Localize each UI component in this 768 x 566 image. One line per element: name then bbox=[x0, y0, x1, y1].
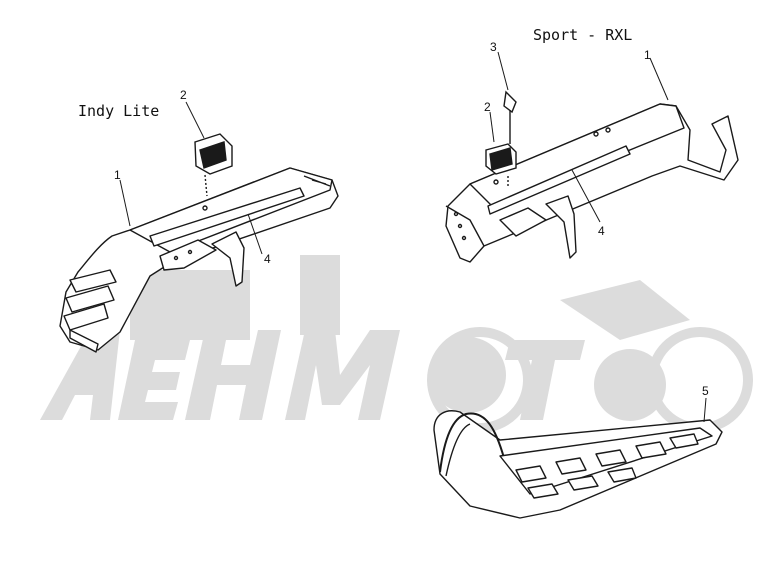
callout-sport-rxl-2: 2 bbox=[484, 100, 491, 114]
callout-sport-rxl-1: 1 bbox=[644, 48, 651, 62]
sport-rxl-label: Sport - RXL bbox=[533, 26, 633, 44]
ski-leader-line bbox=[703, 397, 707, 423]
ski-assembly bbox=[433, 410, 723, 519]
indy-lite-label: Indy Lite bbox=[78, 102, 160, 120]
sport-rxl-leader-lines bbox=[489, 51, 669, 223]
callout-sport-rxl-4: 4 bbox=[598, 224, 605, 238]
indy-lite-running-board bbox=[59, 167, 339, 353]
callout-sport-rxl-3: 3 bbox=[490, 40, 497, 54]
callout-indy-lite-4: 4 bbox=[264, 252, 271, 266]
sport-rxl-clip bbox=[485, 90, 517, 186]
callout-indy-lite-2: 2 bbox=[180, 88, 187, 102]
indy-lite-clip bbox=[194, 133, 233, 197]
callout-ski-5: 5 bbox=[702, 384, 709, 398]
sport-rxl-running-board bbox=[445, 103, 739, 263]
callout-indy-lite-1: 1 bbox=[114, 168, 121, 182]
indy-lite-leader-lines bbox=[119, 101, 263, 255]
